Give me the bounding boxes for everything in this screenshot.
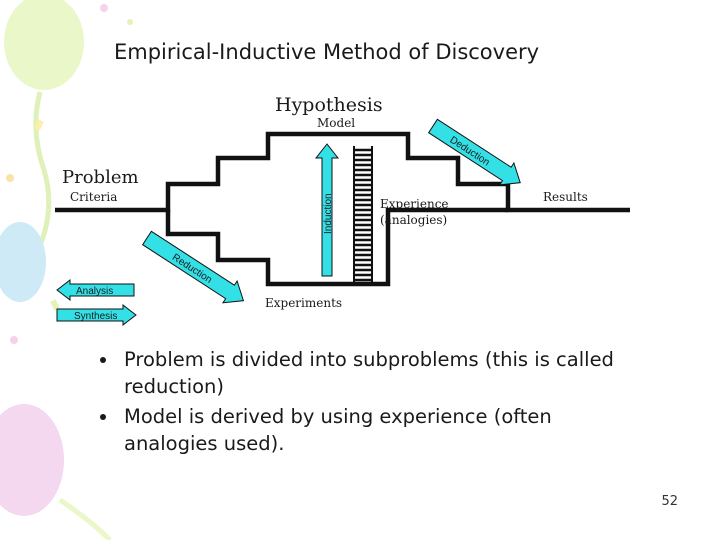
balloon-string: [58, 497, 112, 540]
bullet-list: Problem is divided into subproblems (thi…: [100, 346, 620, 460]
hypothesis-label: Hypothesis: [275, 94, 383, 116]
analysis-label: Analysis: [76, 286, 113, 297]
synthesis-label: Synthesis: [74, 311, 117, 322]
induction-label: Induction: [323, 193, 334, 234]
balloon-decoration: [0, 404, 64, 516]
confetti: [10, 336, 18, 344]
confetti: [50, 299, 60, 311]
experiment-path: [165, 207, 508, 287]
analysis-arrow: [56, 278, 135, 302]
slide-title: Empirical-Inductive Method of Discovery: [114, 40, 540, 64]
experience-ladder: [353, 146, 373, 282]
page-number: 52: [661, 494, 678, 509]
confetti: [127, 19, 133, 25]
confetti: [6, 174, 14, 182]
reduction-arrow: Reduction: [141, 230, 245, 304]
induction-arrow: [314, 143, 340, 277]
problem-label: Problem: [62, 167, 139, 188]
bullet-item: Model is derived by using experience (of…: [100, 403, 620, 457]
analogies-label: (analogies): [380, 213, 447, 227]
bullet-item: Problem is divided into subproblems (thi…: [100, 346, 620, 400]
confetti: [34, 119, 44, 131]
balloon-decoration: [4, 0, 84, 90]
ladder-rungs: [354, 148, 372, 282]
deduction-arrow-shape: [427, 118, 521, 186]
experiments-label: Experiments: [265, 296, 342, 310]
balloon-decoration: [0, 222, 46, 302]
model-label: Model: [317, 116, 355, 130]
criteria-label: Criteria: [70, 190, 117, 204]
synthesis-arrow: [56, 303, 137, 327]
results-label: Results: [543, 190, 588, 204]
reduction-arrow-shape: [141, 230, 245, 304]
experience-label: Experience: [380, 197, 449, 211]
confetti: [100, 4, 108, 12]
balloon-string: [33, 91, 52, 252]
